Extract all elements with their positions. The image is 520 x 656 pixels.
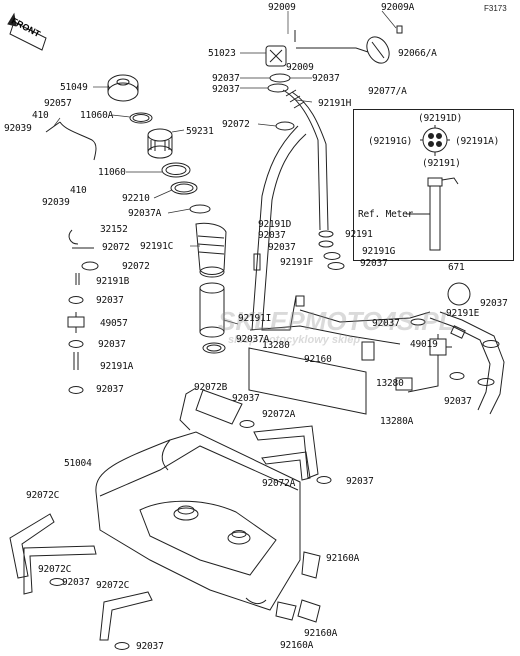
part-92191: 92191 [345,229,373,240]
part-92210: 92210 [122,193,150,204]
part-92160a-c: 92160A [280,640,314,651]
part-92037-k: 92037 [232,393,260,404]
part-671: 671 [448,262,465,273]
part-51049: 51049 [60,82,88,93]
front-arrow-icon [7,12,47,51]
part-13280-b: 13280 [376,378,404,389]
part-11060: 11060 [98,167,126,178]
part-92191i: 92191I [238,313,272,324]
part-92039: 92039 [4,123,32,134]
ref-meter-inset [353,109,514,261]
part-92072c-c: 92072C [96,580,130,591]
part-92009: 92009 [268,2,296,13]
part-92066a: 92066/A [398,48,437,59]
part-92037-h: 92037 [480,298,508,309]
part-92072-b: 92072 [102,242,130,253]
part-51023: 51023 [208,48,236,59]
part-92191g: 92191G [362,246,396,257]
part-92037: 92037 [312,73,340,84]
part-92160a: 92160A [326,553,360,564]
part-92037-i: 92037 [372,318,400,329]
part-32152: 32152 [100,224,128,235]
part-92191e: 92191E [446,308,480,319]
part-92037-l: 92037 [346,476,374,487]
filler-hose-icon [195,222,227,278]
part-92160: 92160 [304,354,332,365]
vent-check-valve-icon [366,36,390,64]
part-49019: 49019 [410,339,438,350]
inset-label-92191a: (92191A) [455,136,500,147]
part-410-b: 410 [70,185,87,196]
part-92037a-b: 92037A [236,334,270,345]
watermark-main: SKLEPMOTO4S.PL [218,306,455,336]
part-51004: 51004 [64,458,92,469]
part-92037-d: 92037 [96,384,124,395]
part-92072: 92072 [222,119,250,130]
part-92037-f: 92037 [268,242,296,253]
fuel-cap-icon [107,74,139,102]
part-92037-j: 92037 [444,396,472,407]
part-92009-b: 92009 [286,62,314,73]
fuel-tank-51004-icon [95,431,301,611]
valve-49057-icon [67,312,85,333]
part-92072a-b: 92072A [262,478,296,489]
part-92191c: 92191C [140,241,174,252]
leader-lines [53,10,397,325]
inset-label-92191g: (92191G) [368,136,413,147]
part-410: 410 [32,110,49,121]
part-92039-b: 92039 [42,197,70,208]
part-59231: 59231 [186,126,214,137]
part-92037: 92037 [212,84,240,95]
part-92160a-b: 92160A [304,628,338,639]
foam-pad-92160-icon [248,347,367,415]
inset-label-92191: (92191) [422,158,461,169]
part-92072b: 92072B [194,382,228,393]
part-92037-m: 92037 [62,577,90,588]
part-13280: 13280 [262,340,290,351]
part-92191f: 92191F [280,257,314,268]
part-92191b: 92191B [96,276,130,287]
watermark-sub: sklep motocyklowy sklep [228,334,361,346]
part-92077a: 92077/A [368,86,407,97]
part-92037-c: 92037 [98,339,126,350]
part-92191a: 92191A [100,361,134,372]
figure-id: F3173 [484,4,507,13]
part-92037-b: 92037 [96,295,124,306]
part-49057: 49057 [100,318,128,329]
part-92072-c: 92072 [122,261,150,272]
part-92037-e: 92037 [258,230,286,241]
part-92072a: 92072A [262,409,296,420]
part-92009a: 92009A [381,2,415,13]
part-92191h: 92191H [318,98,352,109]
part-92057: 92057 [44,98,72,109]
part-92037-g: 92037 [360,258,388,269]
part-11060a: 11060A [80,110,114,121]
fuel-level-sender-icon [420,125,459,251]
part-92191d: 92191D [258,219,292,230]
part-92072c: 92072C [26,490,60,501]
breather-valve-icon [265,45,287,67]
part-92072c-b: 92072C [38,564,72,575]
inset-title: Ref. Meter [358,209,414,220]
part-13280a: 13280A [380,416,414,427]
part-92037a: 92037A [128,208,162,219]
filler-neck-icon [147,128,173,159]
inset-label-92191d: (92191D) [418,113,463,124]
part-92037-n: 92037 [136,641,164,652]
lower-hose-icon [199,282,225,338]
part-92037: 92037 [212,73,240,84]
